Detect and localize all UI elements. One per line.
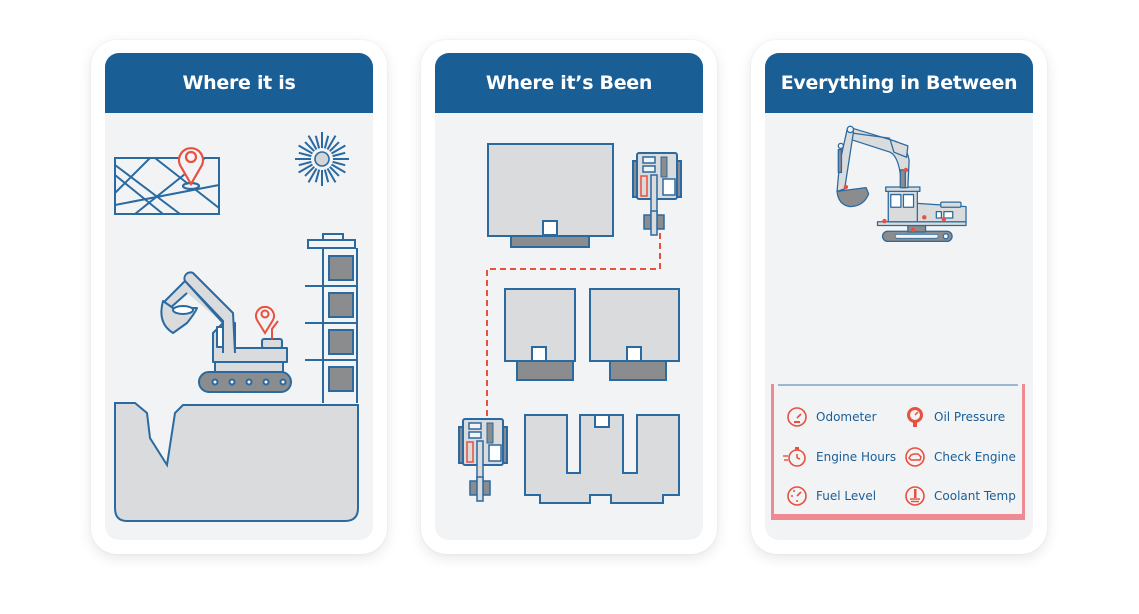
sun-ray: [326, 168, 337, 183]
metric-coolant-temp: Coolant Temp: [904, 485, 1016, 507]
building-top-view-icon: [524, 414, 680, 504]
sun-ray: [329, 141, 340, 152]
metric-engine-hours: Engine Hours: [782, 446, 896, 468]
card-where-it-is: Where it is: [91, 40, 387, 554]
oil-pressure-icon: [907, 407, 923, 427]
card-where-its-been: Where it’s Been: [421, 40, 717, 554]
sun-ray: [298, 160, 312, 167]
engine-hours-icon: [783, 447, 806, 467]
sun-ray: [331, 144, 346, 155]
sun-ray: [304, 141, 315, 152]
building-top-view-icon: [589, 288, 680, 381]
metric-check-engine: Check Engine: [904, 446, 1016, 468]
metric-oil-pressure: Oil Pressure: [904, 406, 1005, 428]
metric-label: Coolant Temp: [934, 489, 1016, 503]
sun-ray: [314, 169, 321, 183]
machine-metrics-panel: Odometer Oil Pressure Engine Hours Check…: [771, 384, 1025, 520]
sun-ray: [298, 163, 313, 174]
sun-ray: [331, 163, 346, 174]
divider: [778, 384, 1018, 386]
sun-ray: [304, 166, 315, 177]
excavator-icon: [160, 271, 292, 393]
card-panel: Everything in Between: [765, 53, 1033, 540]
sun-ray: [332, 151, 346, 158]
excavator-sensors-icon: [836, 125, 967, 242]
sun-ray: [307, 168, 318, 183]
coolant-temp-icon: [905, 486, 925, 506]
excavator-top-view-icon: [632, 152, 682, 236]
metric-label: Fuel Level: [816, 489, 877, 503]
check-engine-icon: [905, 447, 925, 467]
sun-ray: [307, 135, 318, 150]
sun-ray: [332, 160, 346, 167]
sun-icon: [295, 132, 349, 186]
metric-label: Engine Hours: [816, 450, 897, 464]
ground-pit-icon: [114, 402, 359, 522]
sun-ray: [323, 135, 330, 149]
metric-label: Oil Pressure: [934, 410, 1006, 424]
sun-ray: [329, 166, 340, 177]
where-it-is-illustration: [114, 132, 359, 522]
metric-label: Odometer: [816, 410, 877, 424]
odometer-icon: [787, 407, 807, 427]
sun-ray: [298, 151, 312, 158]
metric-label: Check Engine: [934, 450, 1016, 464]
sun-ray: [298, 144, 313, 155]
card-title: Where it is: [105, 53, 373, 113]
sun-ray: [326, 135, 337, 150]
building-top-view-icon: [504, 288, 576, 381]
dashed-route-line: [486, 233, 661, 418]
building-icon: [305, 233, 358, 403]
card-title: Everything in Between: [765, 53, 1033, 113]
location-pin-icon: [255, 305, 275, 335]
sun-ray: [314, 135, 321, 149]
card-everything-in-between: Everything in Between: [751, 40, 1047, 554]
card-title: Where it’s Been: [435, 53, 703, 113]
map-icon: [114, 157, 220, 215]
sun-ray: [323, 169, 330, 183]
card-panel: Where it is: [105, 53, 373, 540]
card-panel: Where it’s Been: [435, 53, 703, 540]
building-top-view-icon: [487, 143, 614, 248]
excavator-top-view-icon: [458, 418, 508, 502]
fuel-level-icon: [787, 486, 807, 506]
metric-fuel-level: Fuel Level: [786, 485, 876, 507]
metric-odometer: Odometer: [786, 406, 877, 428]
location-pin-icon: [177, 147, 205, 191]
where-its-been-illustration: [458, 143, 682, 504]
